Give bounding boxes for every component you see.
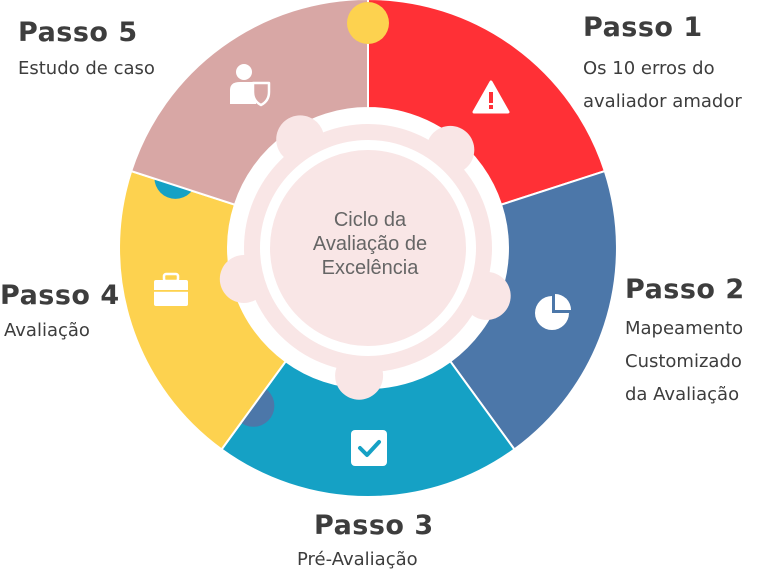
step-2-description-line: Mapeamento <box>625 318 744 339</box>
step-2-description-line: Customizado <box>625 351 742 372</box>
step-4-description: Avaliação <box>4 314 90 347</box>
warning-icon <box>472 80 510 114</box>
center-label: Ciclo da Avaliação de Excelência <box>272 208 468 280</box>
puzzle-piece-passo-2 <box>448 169 618 451</box>
step-4-description-line: Avaliação <box>4 320 90 341</box>
user-shield-icon <box>230 64 271 107</box>
briefcase-icon <box>154 272 188 306</box>
step-2-description-line: da Avaliação <box>625 384 740 405</box>
puzzle-piece-passo-3 <box>220 359 516 498</box>
center-hub <box>219 115 511 400</box>
puzzle-piece-passo-4 <box>118 169 288 451</box>
step-4-title: Passo 4 <box>0 280 120 311</box>
step-3-description: Pré-Avaliação <box>297 543 418 576</box>
step-2-description: Mapeamento Customizado da Avaliação <box>625 312 743 411</box>
step-3-description-line: Pré-Avaliação <box>297 549 418 570</box>
step-3-title: Passo 3 <box>314 510 434 541</box>
step-1-description-line: avaliador amador <box>583 91 742 112</box>
step-2-title: Passo 2 <box>625 274 745 305</box>
checkbox-icon <box>351 430 387 466</box>
step-1-description-line: Os 10 erros do <box>583 58 715 79</box>
segment-passo-3 <box>220 359 516 498</box>
pie-chart-icon <box>535 294 571 330</box>
center-label-line: Avaliação de <box>312 233 428 255</box>
puzzle-tab-passo-5 <box>347 2 389 44</box>
step-5-title: Passo 5 <box>18 17 138 48</box>
step-1-title: Passo 1 <box>583 12 703 43</box>
hub-ring <box>260 140 476 356</box>
step-5-description-line: Estudo de caso <box>18 58 155 79</box>
center-label-line: Excelência <box>321 257 419 279</box>
step-1-description: Os 10 erros do avaliador amador <box>583 52 742 118</box>
step-5-description: Estudo de caso <box>18 52 155 85</box>
center-label-line: Ciclo da <box>333 209 407 231</box>
